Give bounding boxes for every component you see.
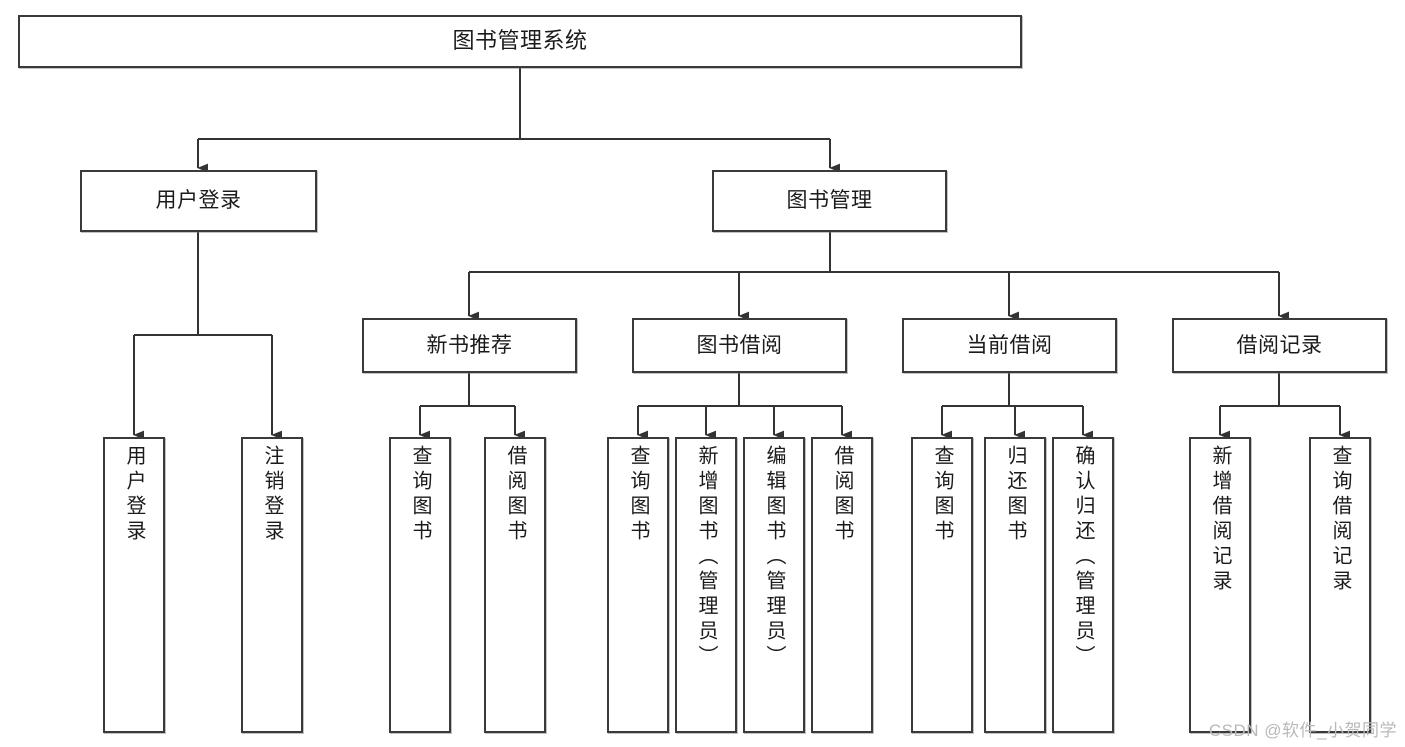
node-leaf-borrow-book-2-label: 借阅图书 [831,445,853,545]
node-leaf-query-book-2-label: 查询图书 [627,445,649,545]
node-leaf-query-record[interactable]: 查询借阅记录 [1309,437,1371,733]
node-leaf-add-book[interactable]: 新增图书（管理员） [675,437,737,733]
node-leaf-return-book-label: 归还图书 [1004,445,1026,545]
node-new-book-rec-label: 新书推荐 [426,333,513,357]
node-book-manage[interactable]: 图书管理 [712,170,947,232]
node-current-borrow-label: 当前借阅 [966,333,1053,357]
node-leaf-query-book-3[interactable]: 查询图书 [911,437,973,733]
node-book-borrow-label: 图书借阅 [696,333,783,357]
node-leaf-query-book-2[interactable]: 查询图书 [607,437,669,733]
node-leaf-query-book-1[interactable]: 查询图书 [389,437,451,733]
node-user-login[interactable]: 用户登录 [80,170,317,232]
node-leaf-return-book[interactable]: 归还图书 [984,437,1046,733]
node-leaf-confirm-return-label: 确认归还（管理员） [1072,445,1094,670]
node-leaf-user-logout-label: 注销登录 [261,445,283,545]
watermark: CSDN @软件_小贺同学 [1208,721,1397,740]
node-borrow-record-label: 借阅记录 [1236,333,1323,357]
node-leaf-add-book-label: 新增图书（管理员） [695,445,717,670]
node-leaf-borrow-book-1-label: 借阅图书 [504,445,526,545]
node-leaf-user-logout[interactable]: 注销登录 [241,437,303,733]
node-leaf-user-login[interactable]: 用户登录 [103,437,165,733]
node-leaf-add-record-label: 新增借阅记录 [1209,445,1231,595]
node-current-borrow[interactable]: 当前借阅 [902,318,1117,373]
node-leaf-borrow-book-2[interactable]: 借阅图书 [811,437,873,733]
node-leaf-add-record[interactable]: 新增借阅记录 [1189,437,1251,733]
node-root-label: 图书管理系统 [452,28,588,54]
node-book-borrow[interactable]: 图书借阅 [632,318,847,373]
node-leaf-user-login-label: 用户登录 [123,445,145,545]
node-book-manage-label: 图书管理 [786,189,873,213]
node-root[interactable]: 图书管理系统 [18,15,1022,68]
node-user-login-label: 用户登录 [155,189,242,213]
node-leaf-query-book-3-label: 查询图书 [931,445,953,545]
node-borrow-record[interactable]: 借阅记录 [1172,318,1387,373]
node-leaf-borrow-book-1[interactable]: 借阅图书 [484,437,546,733]
node-leaf-query-book-1-label: 查询图书 [409,445,431,545]
node-leaf-confirm-return[interactable]: 确认归还（管理员） [1052,437,1114,733]
node-leaf-query-record-label: 查询借阅记录 [1329,445,1351,595]
node-leaf-edit-book-label: 编辑图书（管理员） [763,445,785,670]
node-new-book-rec[interactable]: 新书推荐 [362,318,577,373]
node-leaf-edit-book[interactable]: 编辑图书（管理员） [743,437,805,733]
